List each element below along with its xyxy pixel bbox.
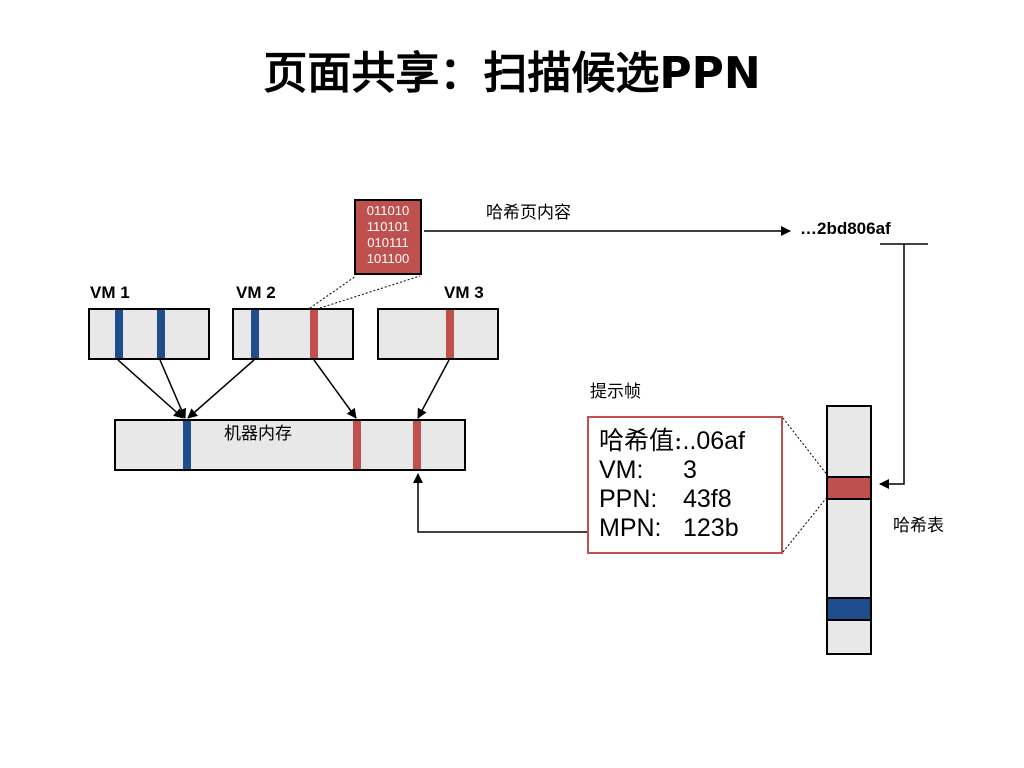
vm3-label: VM 3 bbox=[444, 283, 484, 302]
hint-zoom-bottom bbox=[782, 495, 829, 553]
hint-value: 43f8 bbox=[683, 485, 732, 513]
hash-result: …2bd806af bbox=[800, 219, 891, 238]
hint-row-mpn: MPN: 123b bbox=[599, 514, 781, 543]
hint-zoom-top bbox=[782, 417, 829, 477]
binary-line: 101100 bbox=[366, 251, 410, 266]
vm1-page bbox=[115, 310, 123, 358]
zoom-line-left bbox=[309, 275, 357, 309]
hint-value: 123b bbox=[683, 514, 739, 542]
vm2-shared-page bbox=[310, 310, 318, 358]
binary-page-content: 011010 110101 010111 101100 bbox=[354, 199, 422, 275]
map-arrow-vm1-a bbox=[117, 359, 184, 419]
map-arrow-vm3 bbox=[417, 359, 450, 419]
vm2-page bbox=[251, 310, 259, 358]
hint-key: PPN: bbox=[599, 485, 658, 513]
vm1-page bbox=[157, 310, 165, 358]
hash-table-entry bbox=[828, 597, 870, 621]
zoom-line-right bbox=[319, 275, 421, 309]
hint-frame-label: 提示帧 bbox=[590, 382, 641, 402]
hint-value: 3 bbox=[683, 456, 697, 484]
vm3-shared-page bbox=[446, 310, 454, 358]
mpn-pointer bbox=[413, 473, 588, 533]
vm1-memory bbox=[88, 308, 210, 360]
binary-line: 010111 bbox=[367, 235, 409, 250]
vm2-memory bbox=[232, 308, 354, 360]
machine-shared-page bbox=[413, 421, 421, 469]
hash-label: 哈希页内容 bbox=[486, 203, 571, 223]
vm1-label: VM 1 bbox=[90, 283, 130, 302]
vm2-label: VM 2 bbox=[236, 283, 276, 302]
map-arrow-vm1-b bbox=[159, 359, 187, 419]
machine-shared-page bbox=[353, 421, 361, 469]
binary-line: 011010 bbox=[366, 203, 410, 218]
vm3-memory bbox=[377, 308, 499, 360]
machine-memory bbox=[114, 419, 466, 471]
map-arrow-vm2-a bbox=[187, 359, 255, 419]
hint-row-ppn: PPN: 43f8 bbox=[599, 485, 781, 514]
hash-table-label: 哈希表 bbox=[893, 516, 944, 536]
hint-frame: 哈希值:..06af VM: 3 PPN: 43f8 MPN: 123b bbox=[587, 416, 783, 554]
page-title: 页面共享：扫描候选PPN bbox=[263, 48, 761, 99]
hint-key: VM: bbox=[599, 456, 644, 484]
hint-key: 哈希值: bbox=[599, 426, 683, 455]
hint-value: ..06af bbox=[682, 427, 745, 455]
hash-table-pointer bbox=[879, 244, 905, 489]
hash-table bbox=[826, 405, 872, 655]
hint-row-hash: 哈希值:..06af bbox=[599, 426, 781, 456]
hint-row-vm: VM: 3 bbox=[599, 456, 781, 485]
machine-page bbox=[183, 421, 191, 469]
hint-key: MPN: bbox=[599, 514, 662, 542]
binary-line: 110101 bbox=[366, 219, 410, 234]
map-arrow-vm2-b bbox=[313, 359, 357, 419]
machine-memory-label: 机器内存 bbox=[224, 424, 292, 444]
hash-table-hint-entry bbox=[828, 476, 870, 500]
